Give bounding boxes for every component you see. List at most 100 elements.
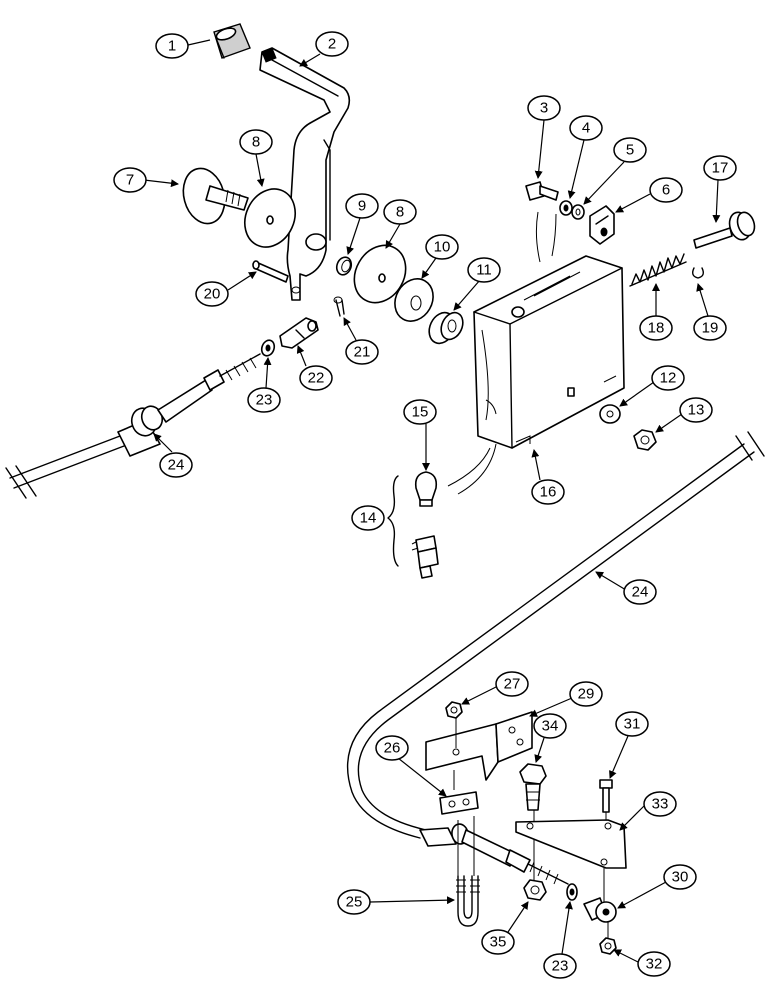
svg-text:11: 11	[476, 262, 492, 279]
callout-34: 34	[533, 713, 567, 763]
lock-washer-part	[559, 200, 573, 216]
bolt-31-part	[599, 779, 613, 826]
callout-17: 17	[703, 155, 737, 223]
washer-right-part	[353, 244, 407, 304]
callout-12: 12	[619, 365, 685, 407]
rod-end-part	[583, 897, 617, 923]
svg-text:12: 12	[660, 370, 677, 387]
control-cable-lower-part	[346, 431, 765, 885]
callout-31: 31	[609, 711, 649, 779]
callout-9: 9	[345, 193, 379, 255]
svg-text:33: 33	[652, 796, 669, 813]
callout-brace	[387, 475, 399, 567]
svg-text:34: 34	[542, 718, 559, 735]
spring-part	[629, 253, 687, 287]
washer-left-part	[244, 188, 296, 248]
svg-text:30: 30	[672, 869, 689, 886]
jam-nut-upper-part	[260, 339, 276, 357]
callout-8-right: 8	[383, 199, 417, 249]
callout-22: 22	[296, 345, 333, 391]
svg-text:8: 8	[396, 204, 404, 221]
callout-26: 26	[375, 735, 447, 797]
callout-32: 32	[613, 949, 671, 977]
callout-35: 35	[481, 901, 529, 955]
svg-text:1: 1	[168, 38, 176, 55]
svg-text:3: 3	[540, 100, 548, 117]
clevis-part	[279, 317, 319, 349]
callout-14: 14	[351, 505, 385, 531]
spacer-part	[428, 311, 464, 345]
nut-27-part	[445, 701, 463, 719]
svg-text:5: 5	[626, 142, 634, 159]
svg-text:29: 29	[578, 686, 595, 703]
svg-text:23: 23	[552, 958, 569, 975]
pin-part	[252, 260, 289, 283]
callout-27: 27	[461, 671, 529, 705]
bushing-part	[335, 256, 353, 276]
retaining-ring-part	[691, 267, 705, 279]
indicator-lamp-part	[411, 443, 497, 579]
svg-text:8: 8	[252, 134, 260, 151]
plate-33-part	[515, 819, 627, 908]
svg-text:18: 18	[648, 320, 665, 337]
callout-1: 1	[155, 33, 211, 59]
callout-18: 18	[639, 283, 673, 341]
svg-text:4: 4	[582, 120, 590, 137]
hex-nut-part	[633, 429, 657, 451]
callout-23-upper: 23	[247, 357, 281, 413]
callout-10: 10	[421, 234, 459, 279]
flat-washer-part	[599, 404, 621, 424]
svg-text:16: 16	[540, 484, 557, 501]
svg-text:24: 24	[632, 584, 649, 601]
svg-text:15: 15	[412, 404, 429, 421]
u-bolt-part	[456, 816, 480, 927]
knob-part	[213, 23, 251, 59]
callout-11: 11	[453, 257, 501, 311]
bolt-34-part	[519, 763, 547, 880]
nut-32-part	[599, 922, 617, 955]
callout-24-upper: 24	[153, 433, 193, 478]
cotter-pin-part	[333, 296, 345, 317]
svg-text:19: 19	[702, 320, 719, 337]
control-cable-upper-part	[5, 353, 261, 499]
callout-2: 2	[299, 31, 349, 67]
svg-text:25: 25	[346, 894, 363, 911]
callout-15: 15	[403, 399, 437, 471]
callout-8-left: 8	[239, 129, 273, 187]
svg-text:35: 35	[490, 934, 507, 951]
callout-13: 13	[655, 397, 713, 433]
callout-3: 3	[527, 95, 561, 179]
callout-4: 4	[567, 115, 603, 199]
cable-clip-part	[589, 205, 615, 245]
callout-25: 25	[337, 889, 455, 915]
svg-text:21: 21	[354, 344, 371, 361]
svg-text:20: 20	[204, 286, 221, 303]
clamp-plate-part	[439, 791, 479, 815]
svg-text:26: 26	[384, 740, 401, 757]
callout-30: 30	[617, 864, 697, 909]
svg-text:9: 9	[358, 198, 366, 215]
hex-bolt-part	[525, 181, 559, 201]
svg-text:17: 17	[712, 160, 729, 177]
svg-text:7: 7	[126, 172, 134, 189]
carriage-bolt-part	[182, 167, 249, 225]
svg-text:22: 22	[308, 370, 325, 387]
svg-text:23: 23	[256, 392, 273, 409]
callout-24-lower: 24	[595, 571, 657, 605]
callout-20: 20	[195, 271, 257, 307]
callout-6: 6	[615, 177, 683, 213]
lever-arm-part	[259, 47, 351, 301]
friction-disc-part	[394, 278, 434, 322]
callout-7: 7	[113, 167, 179, 193]
callout-23-lower: 23	[543, 901, 577, 979]
callout-19: 19	[693, 283, 727, 341]
nut-35-part	[523, 879, 547, 901]
svg-text:10: 10	[434, 239, 451, 256]
jam-nut-lower-part	[566, 883, 578, 901]
callout-16: 16	[531, 449, 565, 505]
flat-washer-small-part	[571, 204, 585, 220]
callout-33: 33	[619, 791, 677, 831]
svg-text:14: 14	[360, 510, 377, 527]
svg-text:32: 32	[646, 956, 663, 973]
